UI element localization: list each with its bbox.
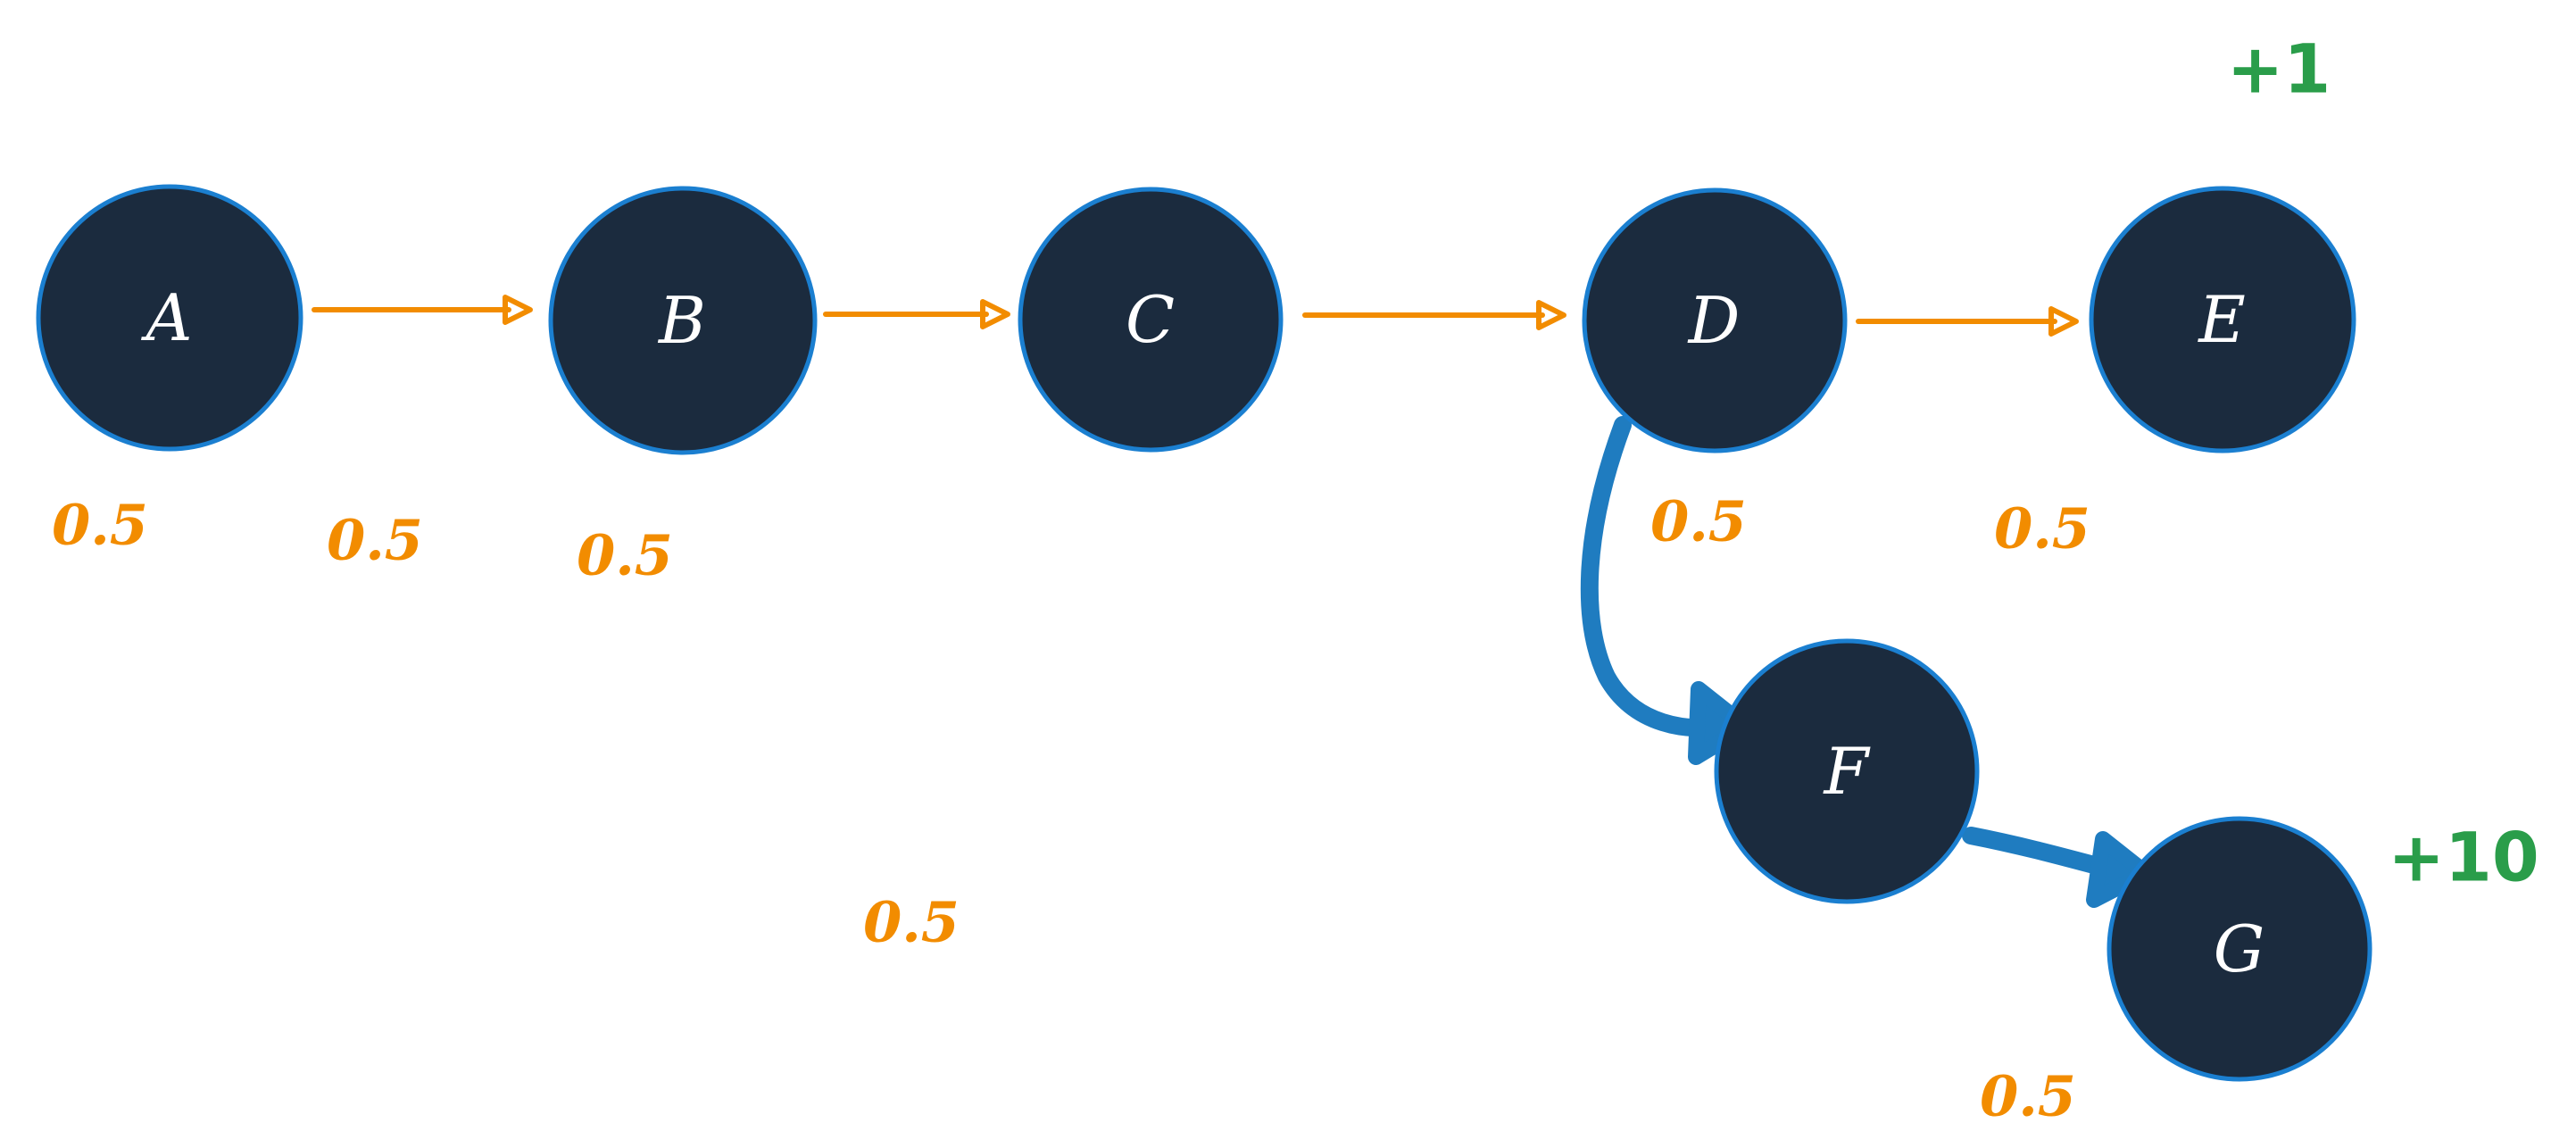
node-b-label: B bbox=[657, 283, 707, 358]
probability-label-c: 0.5 bbox=[577, 523, 673, 588]
probability-label-a: 0.5 bbox=[52, 493, 148, 558]
edge-b-to-c bbox=[823, 299, 1010, 329]
node-d-circle[interactable] bbox=[1582, 187, 1848, 453]
node-e[interactable]: E bbox=[2089, 186, 2356, 453]
edge-f-to-g-arrowhead bbox=[2086, 831, 2154, 908]
node-d[interactable]: D bbox=[1582, 187, 1848, 453]
node-a-circle[interactable] bbox=[36, 184, 303, 452]
node-b-circle[interactable] bbox=[548, 186, 818, 455]
node-c-label: C bbox=[1126, 282, 1176, 357]
node-f[interactable]: F bbox=[1714, 638, 1980, 904]
reward-label-plus-ten: +10 bbox=[2388, 818, 2539, 897]
edge-c-to-d-arrowhead bbox=[1536, 300, 1566, 330]
node-d-label: D bbox=[1687, 283, 1741, 358]
probability-label-e: 0.5 bbox=[1994, 496, 2090, 562]
node-e-label: E bbox=[2197, 282, 2247, 357]
node-f-label: F bbox=[1823, 734, 1872, 809]
probability-label-d-to-f: 0.5 bbox=[863, 890, 960, 955]
node-g-label: G bbox=[2214, 911, 2266, 986]
node-e-circle[interactable] bbox=[2089, 186, 2356, 453]
probability-label-d: 0.5 bbox=[1650, 489, 1747, 554]
edge-a-to-b bbox=[312, 295, 533, 325]
node-c[interactable]: C bbox=[1018, 187, 1284, 453]
node-a-label: A bbox=[141, 280, 194, 355]
edge-b-to-c-arrowhead bbox=[980, 299, 1010, 329]
node-a[interactable]: A bbox=[36, 184, 303, 452]
edge-f-to-g bbox=[1962, 827, 2154, 908]
node-g[interactable]: G bbox=[2107, 816, 2372, 1082]
edge-a-to-b-arrowhead bbox=[503, 295, 533, 325]
probability-label-f-to-g: 0.5 bbox=[1980, 1064, 2076, 1129]
edge-c-to-d bbox=[1302, 300, 1566, 330]
probability-label-b: 0.5 bbox=[327, 508, 423, 573]
edge-d-to-f-curve bbox=[1580, 416, 1741, 737]
edge-d-to-e-arrowhead bbox=[2048, 306, 2079, 337]
node-f-circle[interactable] bbox=[1714, 638, 1980, 904]
edge-d-to-f bbox=[1580, 416, 1754, 765]
node-c-circle[interactable] bbox=[1018, 187, 1284, 453]
reward-label-plus-one: +1 bbox=[2227, 29, 2331, 109]
edge-d-to-e bbox=[1856, 306, 2079, 337]
node-b[interactable]: B bbox=[548, 186, 818, 455]
node-g-circle[interactable] bbox=[2107, 816, 2372, 1082]
